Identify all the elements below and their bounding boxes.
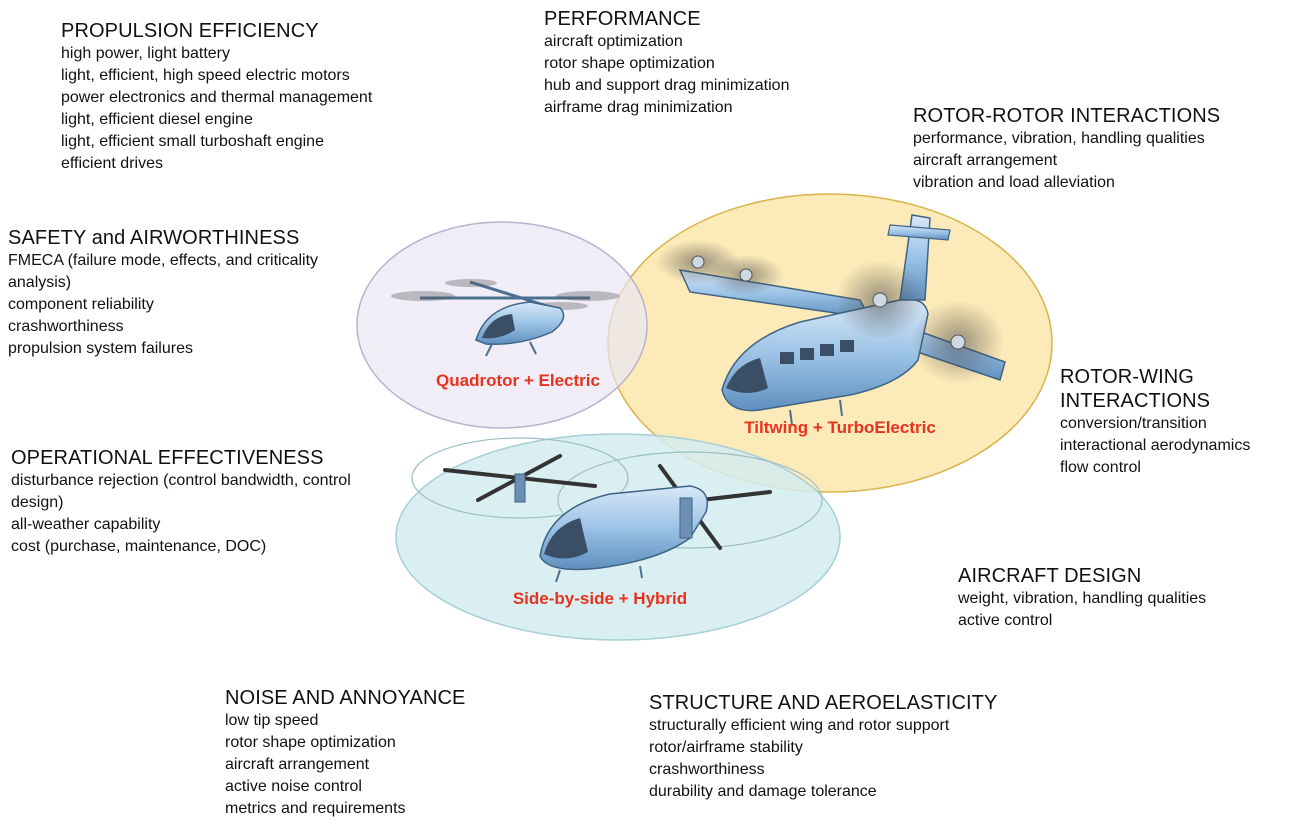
list-item: low tip speed [225,712,319,729]
operational-effectiveness-heading: OPERATIONAL EFFECTIVENESS [11,447,324,469]
safety-airworthiness-heading: SAFETY and AIRWORTHINESS [8,227,300,249]
list-item: vibration and load alleviation [913,174,1115,191]
list-item: disturbance rejection (control bandwidth… [11,472,351,511]
list-item: all-weather capability [11,516,161,533]
quadrotor-electric-label: Quadrotor + Electric [436,371,600,390]
structure-aeroelasticity-heading: STRUCTURE AND AEROELASTICITY [649,692,998,714]
rotor-rotor-interactions-heading: ROTOR-ROTOR INTERACTIONS [913,105,1221,127]
structure-aeroelasticity-block: STRUCTURE AND AEROELASTICITY structurall… [649,692,997,803]
noise-annoyance-heading: NOISE AND ANNOYANCE [225,687,466,709]
list-item: component reliability [8,296,154,313]
list-item: cost (purchase, maintenance, DOC) [11,538,267,555]
list-item: rotor shape optimization [225,734,396,751]
list-item: efficient drives [61,155,163,172]
list-item: airframe drag minimization [544,99,733,116]
noise-annoyance-block: NOISE AND ANNOYANCE low tip speed rotor … [225,687,465,820]
list-item: crashworthiness [8,318,124,335]
list-item: propulsion system failures [8,340,193,357]
list-item: hub and support drag minimization [544,77,790,94]
list-item: interactional aerodynamics [1060,437,1251,454]
tiltwing-turboelectric-label: Tiltwing + TurboElectric [744,418,936,437]
list-item: structurally efficient wing and rotor su… [649,717,950,734]
list-item: metrics and requirements [225,800,406,817]
list-item: light, efficient, high speed electric mo… [61,67,350,84]
list-item: aircraft arrangement [913,152,1058,169]
list-item: aircraft optimization [544,33,683,50]
list-item: aircraft arrangement [225,756,370,773]
list-item: crashworthiness [649,761,765,778]
rotor-wing-heading-line-2: INTERACTIONS [1060,390,1211,412]
operational-effectiveness-block: OPERATIONAL EFFECTIVENESS disturbance re… [11,447,361,558]
quadrotor-aircraft-illustration [391,279,620,357]
rotor-wing-heading-line-1: ROTOR-WING [1060,366,1194,388]
list-item: durability and damage tolerance [649,783,877,800]
safety-airworthiness-block: SAFETY and AIRWORTHINESS FMECA (failure … [8,227,380,360]
list-item: conversion/transition [1060,415,1207,432]
aircraft-design-heading: AIRCRAFT DESIGN [958,565,1142,587]
list-item: active control [958,612,1053,629]
list-item: performance, vibration, handling qualiti… [913,130,1205,147]
list-item: FMECA (failure mode, effects, and critic… [8,252,319,291]
list-item: rotor shape optimization [544,55,715,72]
side-by-side-aircraft-illustration [411,437,823,583]
list-item: active noise control [225,778,362,795]
propulsion-efficiency-block: PROPULSION EFFICIENCY high power, light … [61,20,372,175]
list-item: light, efficient small turboshaft engine [61,133,324,150]
performance-block: PERFORMANCE aircraft optimization rotor … [544,8,789,119]
performance-heading: PERFORMANCE [544,8,701,30]
side-by-side-hybrid-label: Side-by-side + Hybrid [513,589,687,608]
list-item: power electronics and thermal management [61,89,373,106]
rotor-wing-interactions-block: ROTOR-WING INTERACTIONS conversion/trans… [1060,364,1250,479]
list-item: weight, vibration, handling qualities [958,590,1207,607]
list-item: flow control [1060,459,1141,476]
tiltwing-aircraft-illustration [656,214,1006,426]
propulsion-efficiency-heading: PROPULSION EFFICIENCY [61,20,319,42]
list-item: high power, light battery [61,45,230,62]
list-item: light, efficient diesel engine [61,111,253,128]
aircraft-design-block: AIRCRAFT DESIGN weight, vibration, handl… [958,565,1206,632]
list-item: rotor/airframe stability [649,739,803,756]
rotor-rotor-interactions-block: ROTOR-ROTOR INTERACTIONS performance, vi… [913,105,1220,194]
